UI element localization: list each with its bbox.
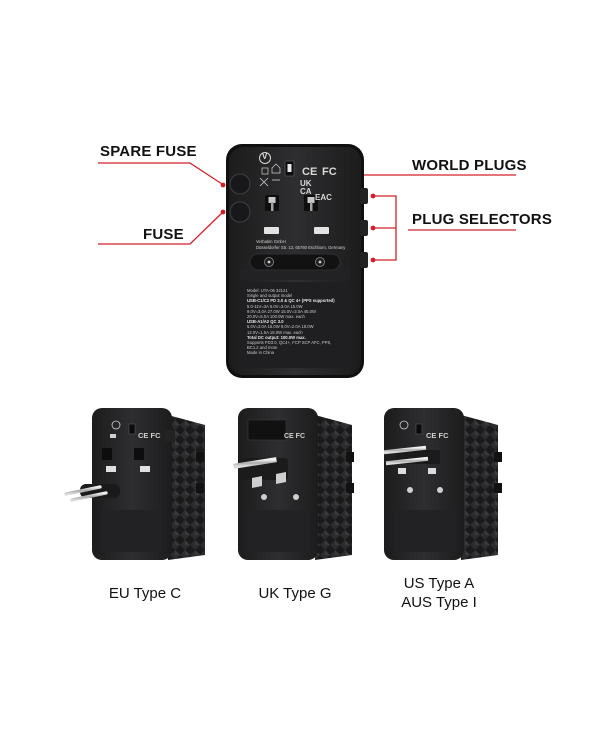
- spec-line: BC1.2 and more: [247, 345, 278, 351]
- spec-line: 5.0-11V=3A 5.0V=3.0A 15.0W: [247, 303, 303, 309]
- usb-port-right: [314, 227, 329, 234]
- brand-badge: [259, 152, 271, 164]
- svg-text:CE FC: CE FC: [284, 433, 305, 440]
- plug-selectors-label: PLUG SELECTORS: [412, 211, 553, 228]
- spec-line: Model: UTA-06 32121: [247, 288, 288, 293]
- spec-line: USB-A1/A2 QC 3.0: [247, 319, 284, 325]
- spare-fuse-cap: [229, 173, 251, 195]
- svg-text:CE FC: CE FC: [426, 431, 449, 440]
- company-line-2: Düsseldorfer Str. 13, 65760 Eschborn, Ge…: [256, 245, 346, 250]
- uk-ca-mark: UK CA: [300, 179, 312, 196]
- usb-port-left: [264, 227, 279, 234]
- spec-line: Single and output model: [247, 293, 293, 299]
- spec-line: Made in China: [247, 350, 275, 356]
- main-adapter: CE FC EAC: [226, 144, 368, 378]
- caption-eu: EU Type C: [108, 585, 182, 602]
- brand-badge-letter: V: [262, 152, 268, 161]
- eu-adapter: CE FC: [64, 408, 205, 560]
- left-outlet: [265, 195, 279, 211]
- eac-mark: EAC: [315, 193, 332, 202]
- world-plugs-label: WORLD PLUGS: [412, 157, 527, 174]
- fuse-cap: [229, 201, 251, 223]
- caption-uk: UK Type G: [258, 585, 332, 602]
- fc-mark: FC: [322, 166, 337, 178]
- caption-us: US Type A: [403, 575, 475, 592]
- company-line-1: Verbatim GmbH: [256, 239, 286, 244]
- us-adapter: CE FC: [383, 408, 502, 560]
- ce-mark: CE: [302, 166, 317, 178]
- spec-line: Supports PD3.0, QC4+, FCP SCP AFC, PPS,: [247, 340, 332, 346]
- spec-line: 12.0V=1.5A 18.0W max. each: [247, 329, 303, 335]
- spare-fuse-label: SPARE FUSE: [100, 143, 197, 160]
- right-outlet: [304, 195, 318, 211]
- spec-label-block: Model: UTA-06 32121 Single and output mo…: [247, 288, 347, 356]
- spec-line: 9.0V=3.0A 27.0W 15.0V=3.0A 45.0W: [247, 308, 316, 314]
- spec-line: USB-C1/C2 PD 3.0 & QC 4+ (PPS supported): [247, 298, 335, 304]
- spec-line: Total DC output: 100.0W max.: [247, 334, 306, 340]
- spec-line: 20.0V=5.0A 100.0W max. each: [247, 314, 305, 320]
- spec-line: 5.0V=3.0A 15.0W 9.0V=2.0A 18.0W: [247, 324, 314, 330]
- caption-aus: AUS Type I: [401, 594, 477, 611]
- svg-text:CE FC: CE FC: [138, 431, 161, 440]
- uk-adapter: CE FC: [233, 408, 354, 560]
- fuse-label: FUSE: [143, 226, 184, 243]
